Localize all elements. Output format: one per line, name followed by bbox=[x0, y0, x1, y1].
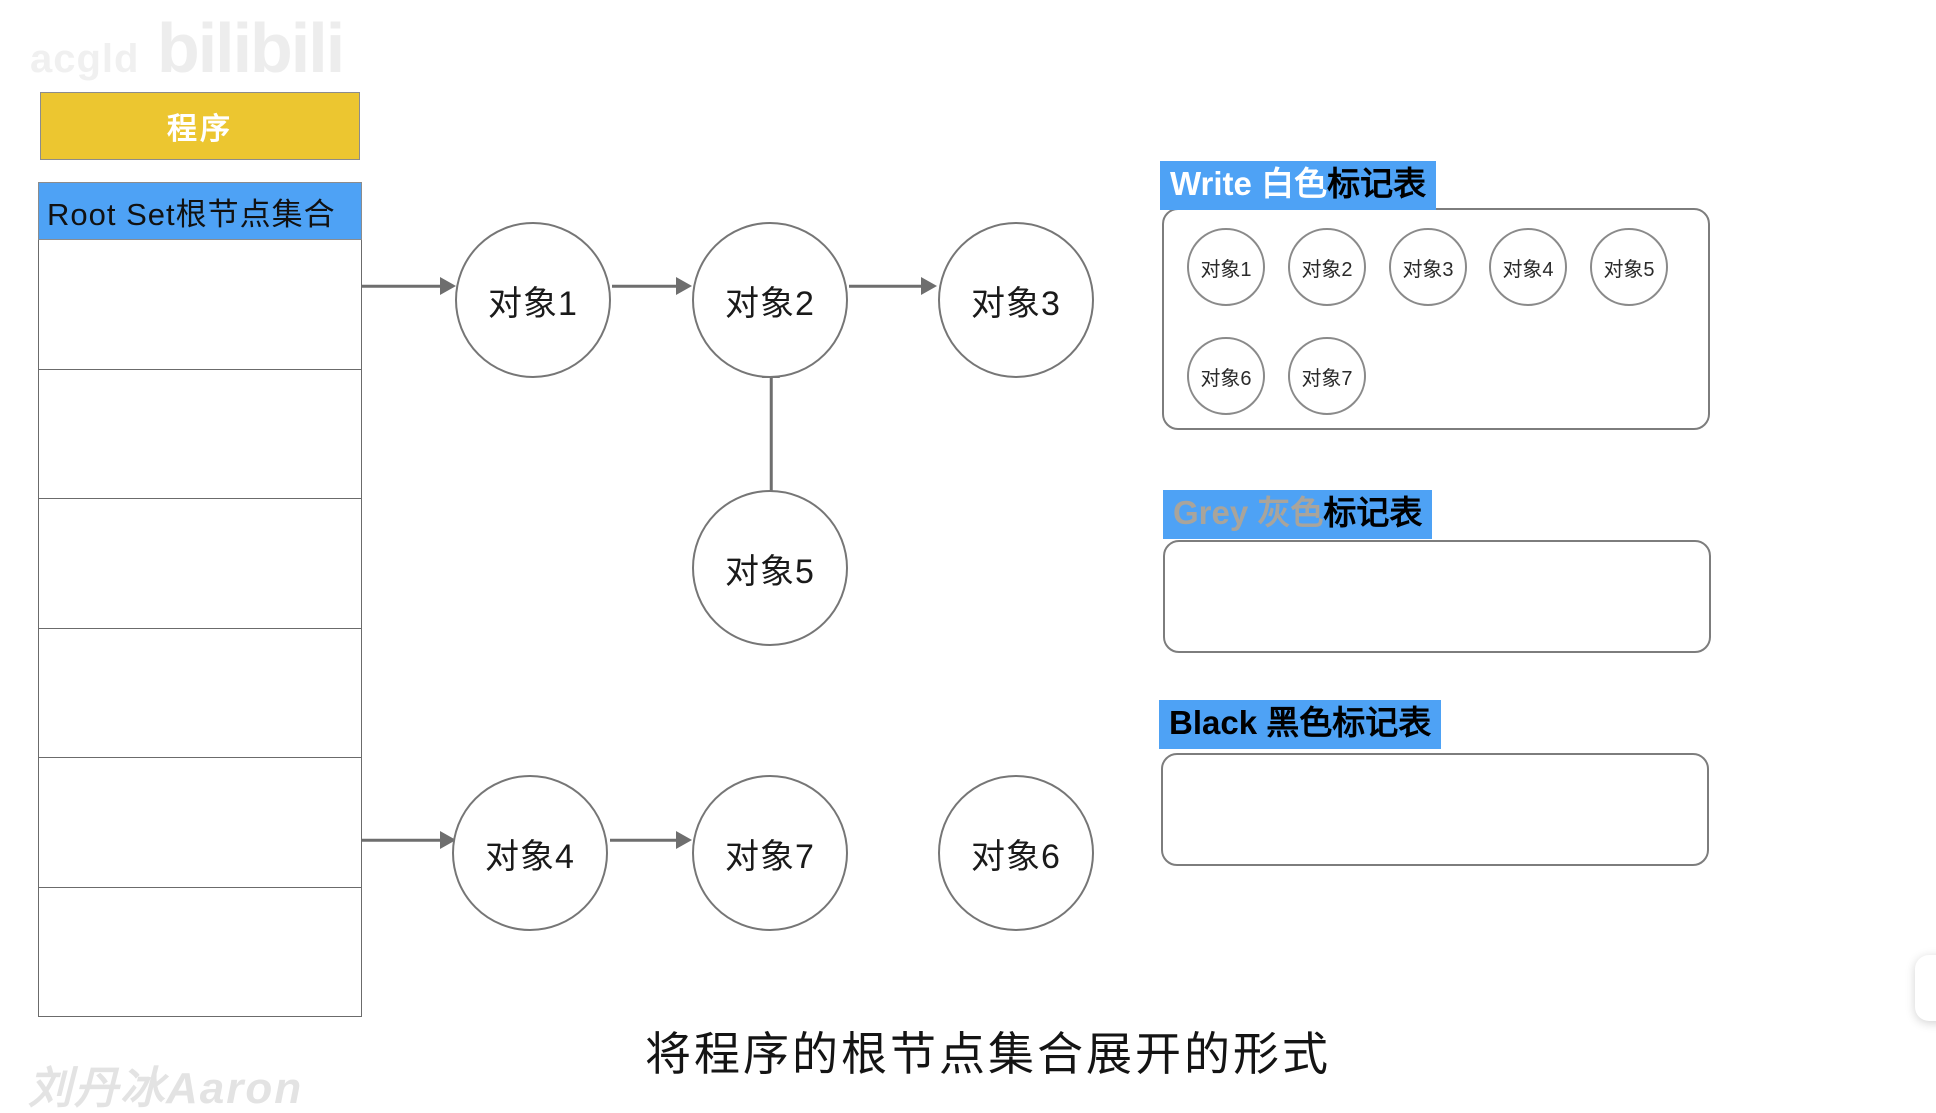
white-mark-chip[interactable]: 对象6 bbox=[1187, 337, 1265, 415]
root-set-row bbox=[38, 887, 362, 1017]
white-mark-chip[interactable]: 对象4 bbox=[1489, 228, 1567, 306]
white-mark-chip[interactable]: 对象2 bbox=[1288, 228, 1366, 306]
program-box: 程序 bbox=[40, 92, 360, 160]
white-mark-table-label: Write 白色标记表 bbox=[1160, 161, 1437, 211]
graph-node-obj6[interactable]: 对象6 bbox=[938, 775, 1094, 931]
diagram-caption: 将程序的根节点集合展开的形式 bbox=[0, 1018, 1936, 1084]
grey-mark-suffix: 标记表 bbox=[1323, 494, 1423, 531]
white-mark-suffix: 标记表 bbox=[1327, 165, 1427, 202]
grey-mark-keyword: Grey bbox=[1173, 494, 1249, 531]
root-set-row bbox=[38, 499, 362, 629]
diagram-caption-text: 将程序的根节点集合展开的形式 bbox=[645, 1028, 1331, 1080]
graph-node-obj5[interactable]: 对象5 bbox=[692, 490, 848, 646]
root-set-row bbox=[38, 628, 362, 758]
watermark-acgld: acgld bbox=[30, 37, 140, 81]
black-mark-table-box bbox=[1161, 753, 1709, 866]
graph-node-obj7[interactable]: 对象7 bbox=[692, 775, 848, 931]
black-mark-table-label: Black 黑色标记表 bbox=[1159, 700, 1442, 750]
graph-node-obj4[interactable]: 对象4 bbox=[452, 775, 608, 931]
grey-mark-table-box bbox=[1163, 540, 1711, 653]
white-mark-keyword: Write bbox=[1170, 165, 1252, 202]
edge-obj2-to-obj3 bbox=[849, 275, 939, 297]
root-set-row bbox=[38, 369, 362, 499]
edge-floating-card[interactable] bbox=[1915, 955, 1936, 1021]
root-set-row bbox=[38, 240, 362, 370]
root-set-header: Root Set根节点集合 bbox=[38, 182, 362, 240]
bilibili-watermark: acgld bilibili bbox=[30, 8, 345, 88]
edge-obj4-to-obj7 bbox=[610, 829, 694, 851]
watermark-bilibili: bilibili bbox=[156, 9, 345, 87]
edge-rootset-to-obj1 bbox=[362, 275, 458, 297]
edge-obj5-to-obj2 bbox=[760, 362, 782, 492]
white-mark-colorword: 白色 bbox=[1261, 165, 1328, 202]
grey-mark-colorword: 灰色 bbox=[1257, 494, 1324, 531]
graph-node-obj1[interactable]: 对象1 bbox=[455, 222, 611, 378]
black-mark-keyword: Black bbox=[1169, 704, 1258, 741]
author-watermark: 刘丹冰Aaron bbox=[28, 1064, 304, 1113]
black-mark-colorword: 黑色 bbox=[1266, 704, 1333, 741]
root-set-row bbox=[38, 758, 362, 888]
white-mark-chip[interactable]: 对象3 bbox=[1389, 228, 1467, 306]
white-mark-chip[interactable]: 对象5 bbox=[1590, 228, 1668, 306]
white-mark-chip[interactable]: 对象1 bbox=[1187, 228, 1265, 306]
grey-mark-table-label: Grey 灰色标记表 bbox=[1163, 490, 1433, 540]
black-mark-suffix: 标记表 bbox=[1332, 704, 1432, 741]
white-mark-chip[interactable]: 对象7 bbox=[1288, 337, 1366, 415]
edge-rootset-to-obj4 bbox=[362, 829, 458, 851]
root-set-table: Root Set根节点集合 bbox=[38, 182, 362, 1017]
edge-obj1-to-obj2 bbox=[612, 275, 694, 297]
graph-node-obj3[interactable]: 对象3 bbox=[938, 222, 1094, 378]
graph-node-obj2[interactable]: 对象2 bbox=[692, 222, 848, 378]
